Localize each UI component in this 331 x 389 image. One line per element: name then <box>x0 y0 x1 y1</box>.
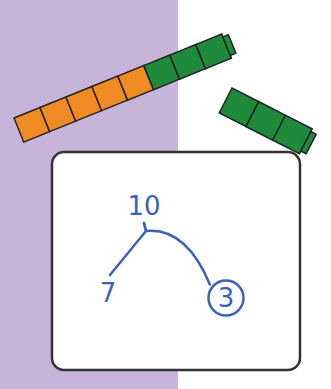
number-text: 7 <box>100 280 117 306</box>
bond-line <box>110 223 146 275</box>
bond-number: 7 <box>97 278 120 308</box>
number-text: 10 <box>127 193 160 219</box>
whiteboard <box>52 152 300 370</box>
three-rod <box>219 88 317 157</box>
bond-line <box>144 223 210 285</box>
bond-number: 10 <box>124 191 163 221</box>
number-text: 3 <box>218 285 235 311</box>
ten-rod <box>14 32 237 142</box>
circled-number: 3 <box>207 279 245 317</box>
